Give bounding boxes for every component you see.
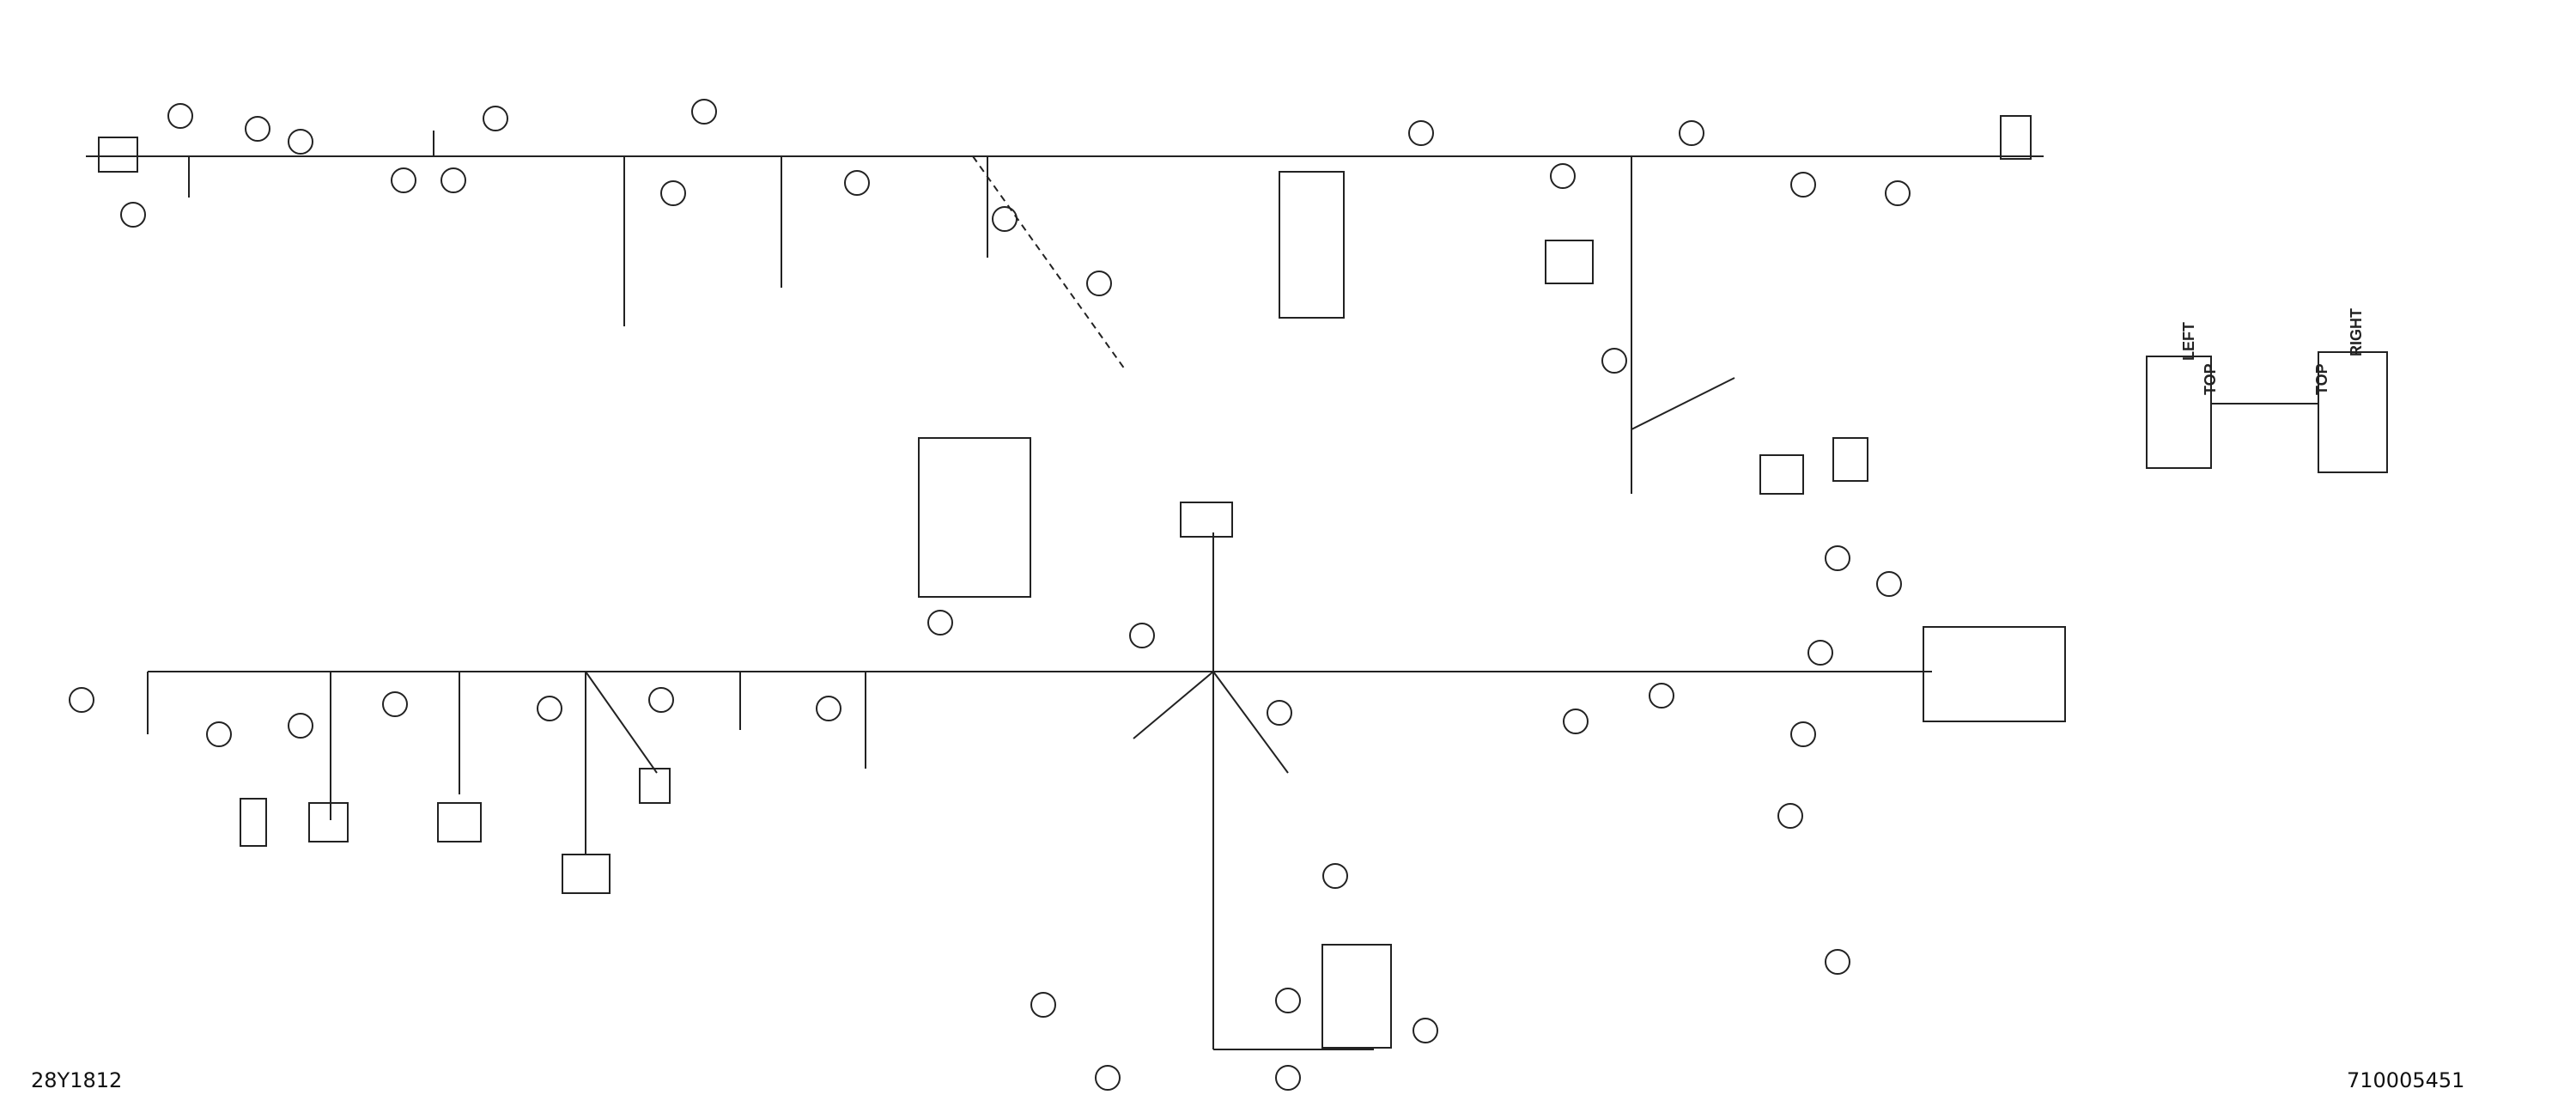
- drawing-code-left: 28Y1812: [31, 1068, 123, 1092]
- inset-left-view: [2146, 356, 2212, 469]
- inset-left-label: LEFT: [2180, 322, 2197, 361]
- inset-top-label-1: TOP: [2202, 363, 2219, 395]
- connector-left-end: [98, 137, 138, 173]
- inset-right-view: [2318, 351, 2388, 473]
- drawing-code-right: 710005451: [2347, 1068, 2465, 1092]
- center-junction-block: [1279, 171, 1345, 319]
- ecu-module-right: [1923, 626, 2066, 722]
- ecu-module-left: [918, 437, 1031, 598]
- inset-top-label-2: TOP: [2313, 363, 2330, 395]
- fuse-box-bottom: [1321, 944, 1392, 1049]
- inset-right-label: RIGHT: [2348, 308, 2365, 356]
